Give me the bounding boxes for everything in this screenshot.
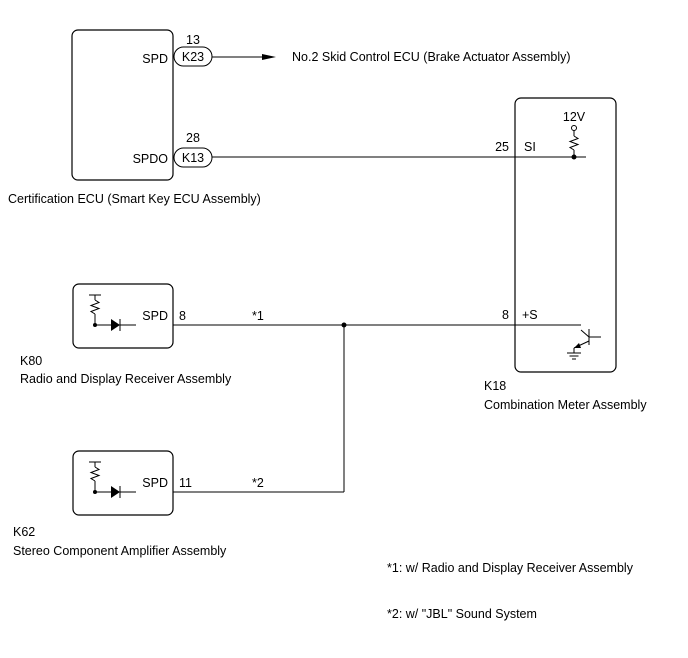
wire-note-1: *1 <box>252 309 264 323</box>
connector-k23-label: K23 <box>182 50 204 64</box>
footnote-2: *2: w/ "JBL" Sound System <box>387 607 537 621</box>
amplifier-spd-label: SPD <box>142 476 168 490</box>
cert-ecu-spd-label: SPD <box>142 52 168 66</box>
arrow-right-icon <box>262 54 276 60</box>
radio-name-label: Radio and Display Receiver Assembly <box>20 372 232 386</box>
cert-ecu-label: Certification ECU (Smart Key ECU Assembl… <box>8 192 261 206</box>
diode-icon <box>111 319 120 331</box>
radio-receiver-box <box>72 283 174 349</box>
terminal-icon <box>571 125 577 131</box>
pin-number-13: 13 <box>186 33 200 47</box>
meter-si-number: 25 <box>495 140 509 154</box>
amplifier-code-label: K62 <box>13 525 35 539</box>
connector-k13: 28 K13 <box>173 131 213 168</box>
meter-voltage-label: 12V <box>563 110 586 124</box>
footnote-1: *1: w/ Radio and Display Receiver Assemb… <box>387 561 634 575</box>
wire-note-2: *2 <box>252 476 264 490</box>
certification-ecu: SPD SPDO Certification ECU (Smart Key EC… <box>8 29 261 206</box>
junction-dot <box>571 154 577 160</box>
meter-plus-s-number: 8 <box>502 308 509 322</box>
meter-code-label: K18 <box>484 379 506 393</box>
skid-ecu-label: No.2 Skid Control ECU (Brake Actuator As… <box>292 50 571 64</box>
ground-icon <box>567 352 581 360</box>
stereo-amplifier-box <box>72 450 174 516</box>
resistor-icon <box>89 466 101 482</box>
meter-name-label: Combination Meter Assembly <box>484 398 647 412</box>
meter-si-label: SI <box>524 140 536 154</box>
pin-number-28: 28 <box>186 131 200 145</box>
radio-pin-number: 8 <box>179 309 186 323</box>
transistor-icon <box>573 329 601 353</box>
wire-spd-to-skid-ecu <box>212 54 276 60</box>
resistor-icon <box>89 299 101 315</box>
radio-receiver: SPD 8 *1 K80 Radio and Display Receiver … <box>20 283 264 386</box>
cert-ecu-spdo-label: SPDO <box>133 152 169 166</box>
certification-ecu-box <box>71 29 174 181</box>
amplifier-pin-number: 11 <box>179 476 192 490</box>
radio-spd-label: SPD <box>142 309 168 323</box>
resistor-icon <box>568 135 580 151</box>
diode-icon <box>111 486 120 498</box>
amplifier-name-label: Stereo Component Amplifier Assembly <box>13 544 227 558</box>
stereo-amplifier: SPD 11 *2 K62 Stereo Component Amplifier… <box>13 450 264 558</box>
combination-meter: 12V 25 SI 8 +S K18 Combination Meter Ass… <box>484 97 647 412</box>
radio-code-label: K80 <box>20 354 42 368</box>
meter-plus-s-label: +S <box>522 308 538 322</box>
combination-meter-box <box>514 97 617 373</box>
connector-k23: 13 K23 <box>173 33 213 67</box>
connector-k13-label: K13 <box>182 151 204 165</box>
